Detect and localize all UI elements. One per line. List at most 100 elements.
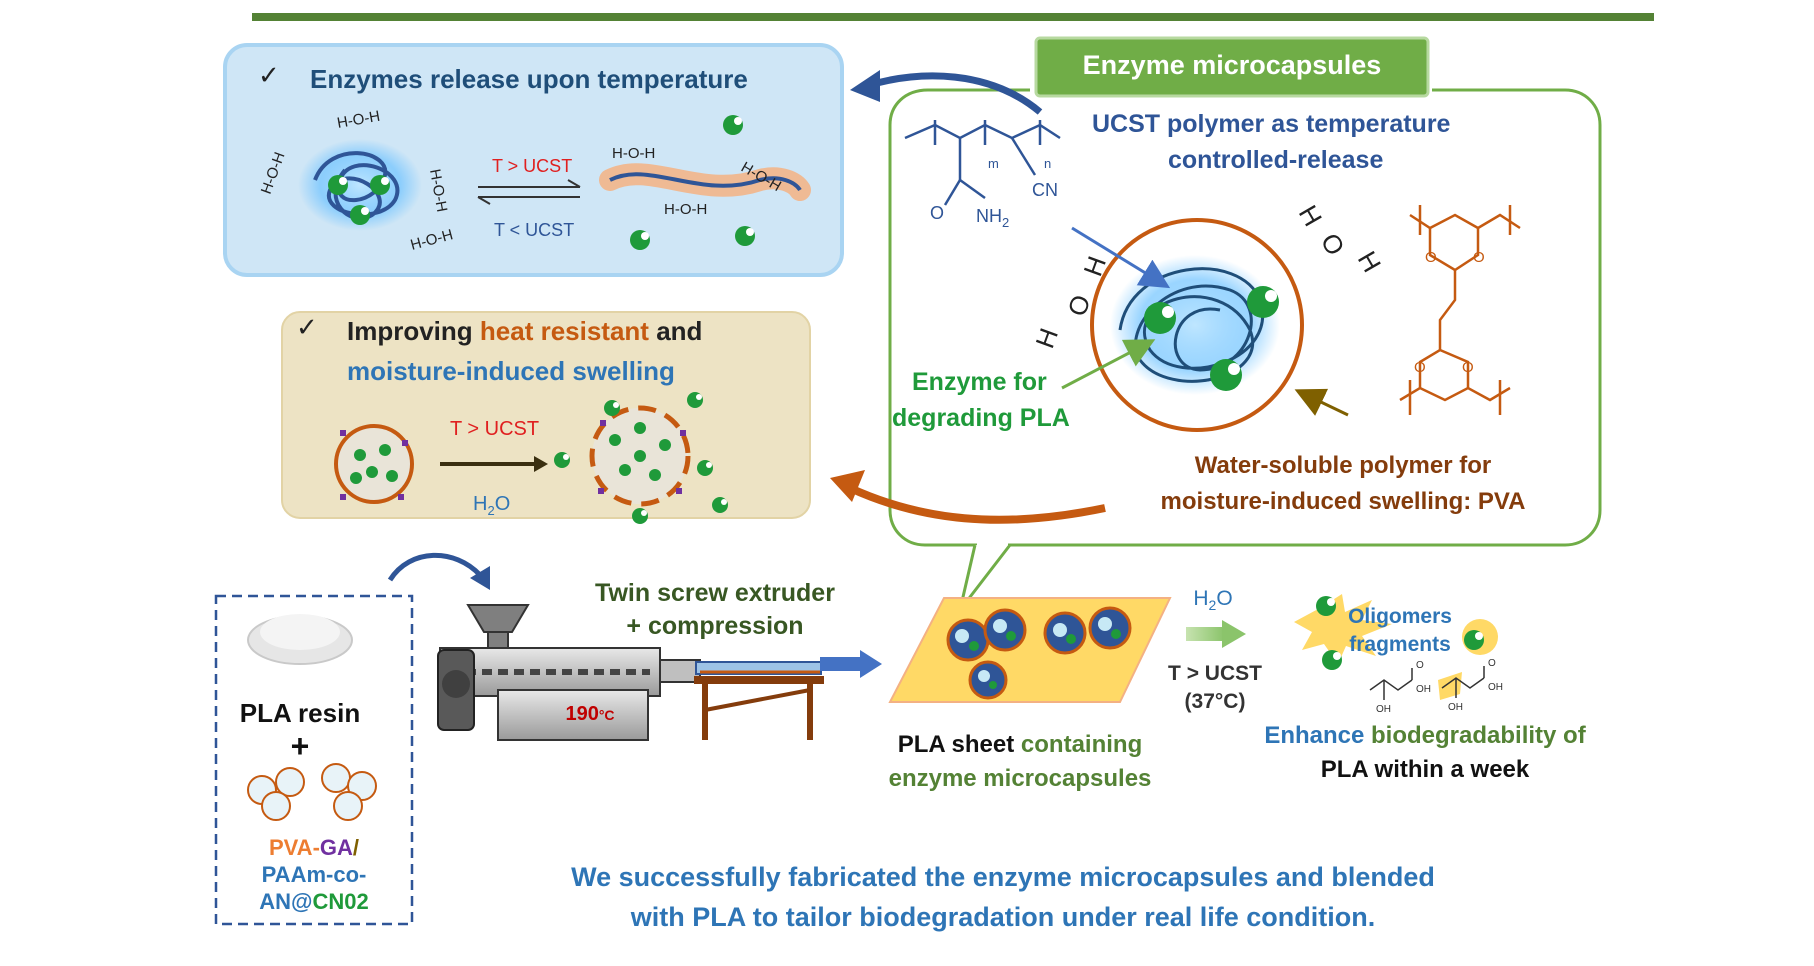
extruder-temperature: 190°C: [565, 703, 614, 725]
feed-arrow: [387, 552, 482, 582]
extruder-machine: [437, 604, 701, 741]
heat-panel: ✓ Improving heat resistant and moisture-…: [281, 311, 811, 524]
lactic-oh: OH: [1488, 682, 1503, 693]
lactic-oh: OH: [1376, 704, 1391, 715]
ucst-pointer-arrow: [1071, 226, 1171, 289]
enzyme-icon: [604, 400, 620, 416]
ucst-label-2: controlled-release: [1168, 146, 1383, 174]
capsule-title: Enzyme microcapsules: [1083, 50, 1382, 80]
result-label-2: PLA within a week: [1321, 756, 1530, 783]
enzyme-icon: [632, 508, 648, 524]
capsule-cluster: [247, 763, 377, 821]
monomer-m: m: [988, 156, 999, 171]
lactic-oh: OH: [1416, 684, 1431, 695]
enzyme-icon: [328, 175, 348, 195]
enzyme-icon: [1322, 650, 1342, 670]
pla-resin-label: PLA resin: [240, 698, 360, 728]
top-bar: [252, 13, 1654, 21]
condition-h2o: H2O: [1193, 587, 1232, 613]
enzyme-icon: [712, 497, 728, 513]
feed-arrow-head: [470, 566, 490, 590]
lactic-oh: OH: [1448, 702, 1463, 713]
curved-arrow-orange-head: [830, 470, 865, 502]
conclusion-line-2: with PLA to tailor biodegradation under …: [630, 902, 1376, 932]
ring-oxygen: O: [1462, 359, 1474, 376]
pva-pointer-arrow: [1294, 388, 1349, 417]
condition-arrow: [1186, 620, 1246, 648]
oligomers-label-2: fragments: [1349, 633, 1451, 656]
ucst-structure: [904, 120, 1061, 206]
ucst-label-1: UCST polymer as temperature: [1092, 110, 1451, 138]
swollen-capsule: [589, 405, 691, 507]
lactic-o: O: [1416, 660, 1424, 671]
equilibrium-arrows: [477, 179, 581, 205]
extruder-label-2: + compression: [626, 612, 803, 640]
condition-t: T > UCST: [1168, 662, 1262, 685]
curved-arrow-orange: [848, 484, 1106, 524]
condition-temp: (37°C): [1185, 690, 1246, 713]
pva-label-2: moisture-induced swelling: PVA: [1161, 488, 1526, 515]
enzyme-icon: [630, 230, 650, 250]
heat-solvent: H2O: [473, 493, 510, 518]
enzyme-icon: [687, 392, 703, 408]
monomer-n: n: [1044, 156, 1051, 171]
tangled-polymer-left: [298, 139, 422, 231]
pva-label-1: Water-soluble polymer for: [1195, 452, 1491, 479]
enzyme-icon: [1210, 359, 1242, 391]
enzyme-icon: [370, 175, 390, 195]
pva-structure: [1399, 205, 1521, 415]
ring-oxygen: O: [1473, 249, 1485, 266]
mixture-label-2: PAAm-co-: [262, 862, 367, 887]
enzyme-icon: [723, 115, 743, 135]
extruder-label-1: Twin screw extruder: [595, 579, 835, 607]
compression-table: [694, 661, 824, 740]
water-molecule: H-O-H: [612, 145, 655, 162]
curved-arrow-blue: [868, 72, 1043, 115]
forward-condition: T > UCST: [492, 156, 572, 176]
pla-sheet: [888, 597, 1172, 703]
to-sheet-arrow: [820, 650, 882, 678]
amide-o: O: [930, 203, 944, 223]
enzyme-label-2: degrading PLA: [892, 404, 1070, 432]
backward-condition: T < UCST: [494, 220, 574, 240]
oligomers-label-1: Oligomers: [1348, 605, 1452, 628]
enzyme-pointer-arrow: [1061, 339, 1156, 390]
amide-nh2: NH2: [976, 206, 1009, 230]
heat-title: Improving heat resistant and: [347, 316, 702, 346]
mixture-label-1: PVA-GA/: [269, 835, 359, 860]
mixture-label-3: AN@CN02: [259, 889, 368, 914]
ring-oxygen: O: [1425, 249, 1437, 266]
intact-capsule: [334, 424, 414, 504]
enzyme-label-1: Enzyme for: [912, 368, 1047, 396]
heat-title-line2: moisture-induced swelling: [347, 356, 675, 386]
result-label-1: Enhance biodegradability of: [1264, 722, 1586, 749]
conclusion-line-1: We successfully fabricated the enzyme mi…: [571, 862, 1435, 892]
sheet-label-1: PLA sheet containing: [898, 731, 1142, 758]
enzyme-icon: [697, 460, 713, 476]
microcapsule: [1090, 218, 1304, 432]
materials-box: [214, 594, 414, 926]
release-check: ✓: [258, 60, 280, 90]
enzyme-icon: [554, 452, 570, 468]
capsule-title-box: Enzyme microcapsules: [1034, 36, 1430, 98]
process-arrow: [440, 456, 548, 472]
water-molecule: H-O-H: [664, 201, 707, 218]
lactic-structure: [1369, 666, 1485, 700]
stretched-polymer: [599, 163, 811, 201]
enzyme-icon: [1464, 630, 1484, 650]
sheet-label-2: enzyme microcapsules: [889, 765, 1152, 792]
curved-arrow-blue-head: [850, 70, 880, 102]
enzyme-icon: [1316, 596, 1336, 616]
enzyme-icon: [1247, 286, 1279, 318]
cn-label: CN: [1032, 180, 1058, 200]
ring-oxygen: O: [1414, 359, 1426, 376]
enzyme-icon: [735, 226, 755, 246]
lactic-o: O: [1488, 658, 1496, 669]
enzyme-icon: [350, 205, 370, 225]
enzyme-icon: [1144, 302, 1176, 334]
heat-check: ✓: [296, 312, 318, 342]
heat-condition: T > UCST: [450, 418, 539, 440]
release-title: Enzymes release upon temperature: [310, 64, 748, 94]
plus-sign: +: [291, 728, 310, 764]
